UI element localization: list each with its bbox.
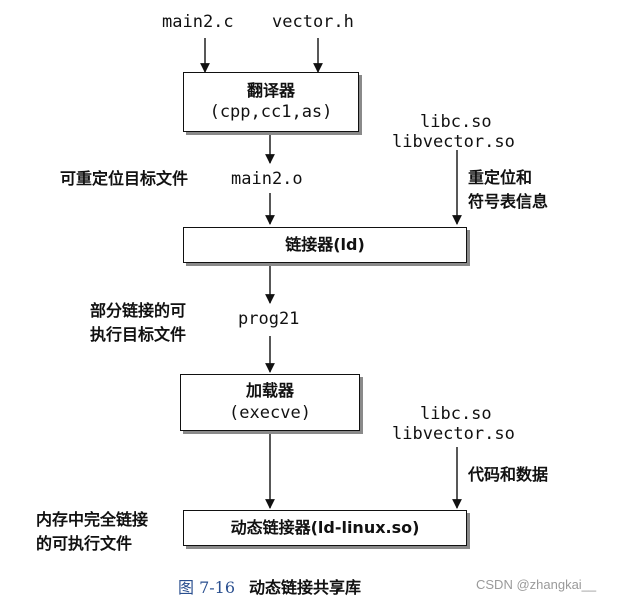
loader-box: 加载器 (execve) — [180, 374, 360, 431]
partial-exec-line1: 部分链接的可 — [90, 301, 187, 320]
top-lib-libvector: libvector.so — [392, 132, 515, 152]
translator-subtitle: (cpp,cc1,as) — [209, 102, 333, 123]
dynamic-linker-label: 动态链接器(ld-linux.so) — [230, 518, 420, 538]
csdn-watermark: CSDN @zhangkai__ — [476, 577, 597, 592]
top-lib-libc: libc.so — [420, 112, 492, 132]
figure-caption: 图 7-16 动态链接共享库 — [178, 574, 361, 598]
source-file-label: main2.c — [162, 12, 234, 32]
translator-box: 翻译器 (cpp,cc1,as) — [183, 72, 359, 132]
code-data-label: 代码和数据 — [468, 465, 549, 484]
relocatable-file: main2.o — [231, 169, 303, 189]
memory-exec-line1: 内存中完全链接 — [36, 510, 149, 529]
relocation-info-line2: 符号表信息 — [468, 192, 549, 211]
relocation-info-line1: 重定位和 — [468, 168, 533, 187]
figure-number: 图 7-16 — [178, 578, 236, 597]
bottom-lib-libvector: libvector.so — [392, 424, 515, 444]
header-file-label: vector.h — [272, 12, 354, 32]
dynamic-linker-box: 动态链接器(ld-linux.so) — [183, 510, 467, 546]
figure-title: 动态链接共享库 — [249, 578, 362, 597]
translator-title: 翻译器 — [246, 80, 295, 100]
partial-exec-line2: 执行目标文件 — [90, 325, 187, 344]
loader-subtitle: (execve) — [229, 402, 311, 423]
loader-title: 加载器 — [245, 381, 294, 401]
relocatable-label: 可重定位目标文件 — [60, 169, 189, 188]
memory-exec-line2: 的可执行文件 — [36, 534, 133, 553]
partial-exec-file: prog21 — [238, 309, 300, 329]
linker-box: 链接器(ld) — [183, 227, 467, 263]
linker-label: 链接器(ld) — [285, 235, 365, 255]
bottom-lib-libc: libc.so — [420, 404, 492, 424]
